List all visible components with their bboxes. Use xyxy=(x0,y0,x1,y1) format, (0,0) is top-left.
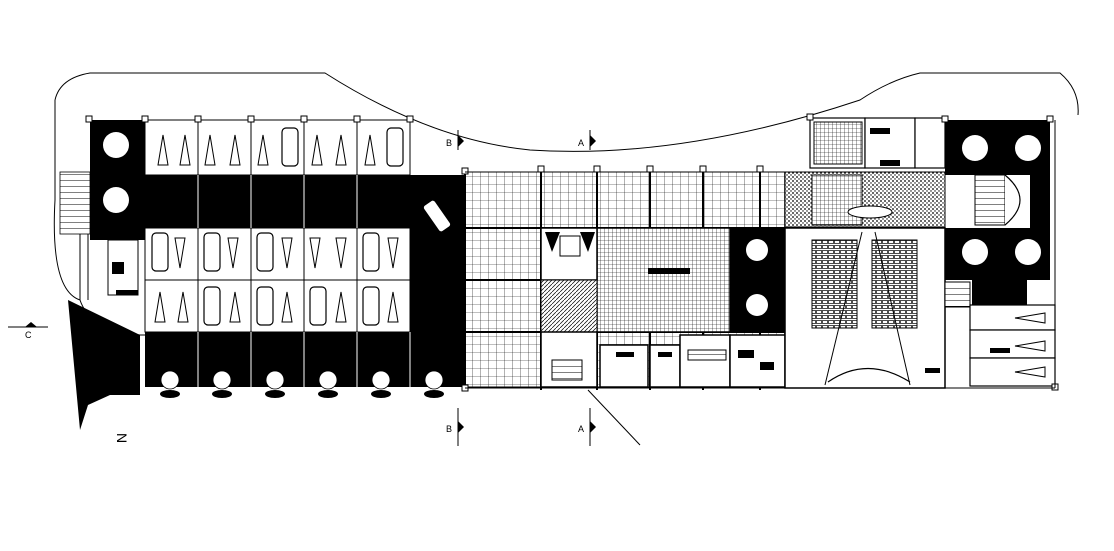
courtyard xyxy=(596,227,731,333)
service-rooms xyxy=(540,331,786,388)
trees-nw xyxy=(103,132,129,213)
parking-row-1 xyxy=(144,119,411,176)
west-stair xyxy=(59,171,91,235)
section-mark-a-north: A xyxy=(578,138,584,148)
drive-aisle-1 xyxy=(145,175,410,228)
auditorium xyxy=(784,227,946,389)
section-mark-b-south: B xyxy=(446,424,452,434)
section-mark-c: C xyxy=(25,330,32,340)
drive-ramp xyxy=(410,175,465,335)
stall-markers-row-3 xyxy=(154,291,399,323)
tree-trunks-south xyxy=(160,390,444,398)
stall-markers-row-2 xyxy=(174,237,399,269)
drive-aisle-2 xyxy=(145,332,465,387)
lobby xyxy=(784,171,946,228)
building-outline xyxy=(465,120,1056,389)
planter-block-ne xyxy=(944,120,1050,308)
stall-markers-row-1 xyxy=(157,134,376,166)
east-stall-markers xyxy=(1014,312,1046,378)
tree-row-south xyxy=(160,370,444,390)
east-parking xyxy=(969,304,1056,387)
section-mark-a-south: A xyxy=(578,424,584,434)
section-mark-b-north: B xyxy=(446,138,452,148)
parking-area xyxy=(90,119,465,398)
section-arrows xyxy=(25,135,596,433)
north-arrow-label: N xyxy=(114,433,130,443)
parked-cars xyxy=(151,127,452,326)
